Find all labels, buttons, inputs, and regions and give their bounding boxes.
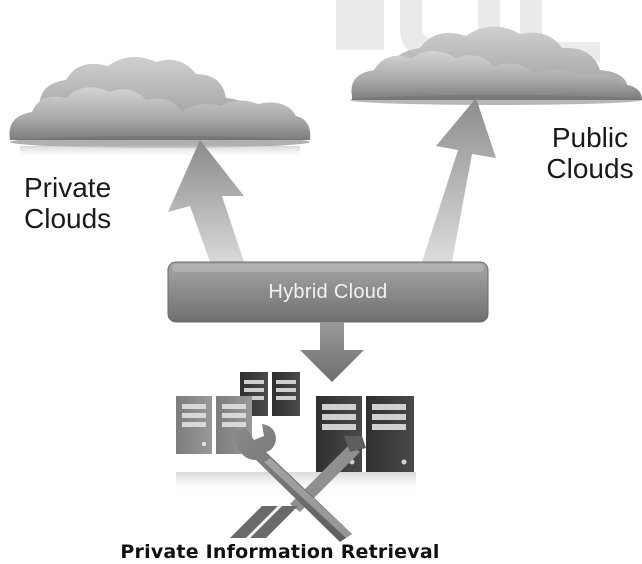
arrow-to-private-clouds bbox=[168, 140, 244, 262]
public-clouds-text: Public Clouds bbox=[546, 122, 634, 185]
private-clouds-label: Private Clouds bbox=[24, 172, 111, 235]
wrench-screwdriver-icon bbox=[230, 424, 366, 542]
hybrid-cloud-box bbox=[167, 261, 489, 323]
server-rack-icon bbox=[176, 372, 416, 494]
arrow-to-public-clouds bbox=[422, 98, 496, 262]
hybrid-cloud-label: Hybrid Cloud bbox=[268, 280, 388, 303]
public-clouds-label: Public Clouds bbox=[530, 122, 642, 185]
diagram-caption: Private Information Retrieval bbox=[120, 541, 440, 563]
private-cloud-icon bbox=[9, 56, 311, 160]
public-cloud-icon bbox=[350, 26, 642, 105]
arrow-to-servers bbox=[300, 322, 364, 382]
private-clouds-text: Private Clouds bbox=[24, 172, 112, 235]
